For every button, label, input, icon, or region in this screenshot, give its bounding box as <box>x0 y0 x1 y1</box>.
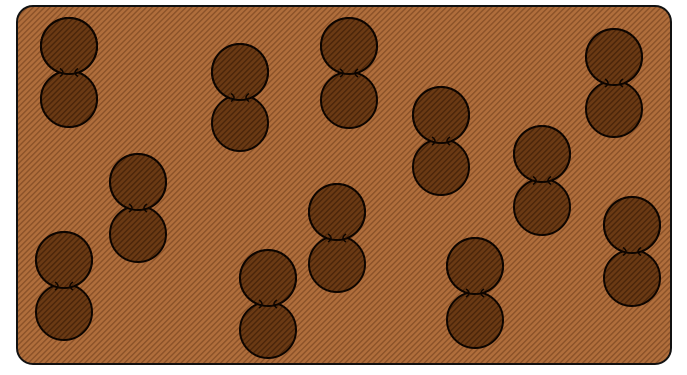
peanut-bottom-lobe <box>41 71 97 127</box>
peanut-bottom-lobe <box>240 302 296 358</box>
peanut-bottom-lobe <box>309 236 365 292</box>
peanut-bottom-lobe <box>212 95 268 151</box>
peanut-bottom-lobe <box>36 284 92 340</box>
peanut-bottom-lobe <box>514 179 570 235</box>
peanut-bottom-lobe <box>604 250 660 306</box>
peanut-bottom-lobe <box>413 139 469 195</box>
peanut-bottom-lobe <box>586 81 642 137</box>
peanut-bottom-lobe <box>447 292 503 348</box>
peanut-bottom-lobe <box>110 206 166 262</box>
peanut-bottom-lobe <box>321 72 377 128</box>
